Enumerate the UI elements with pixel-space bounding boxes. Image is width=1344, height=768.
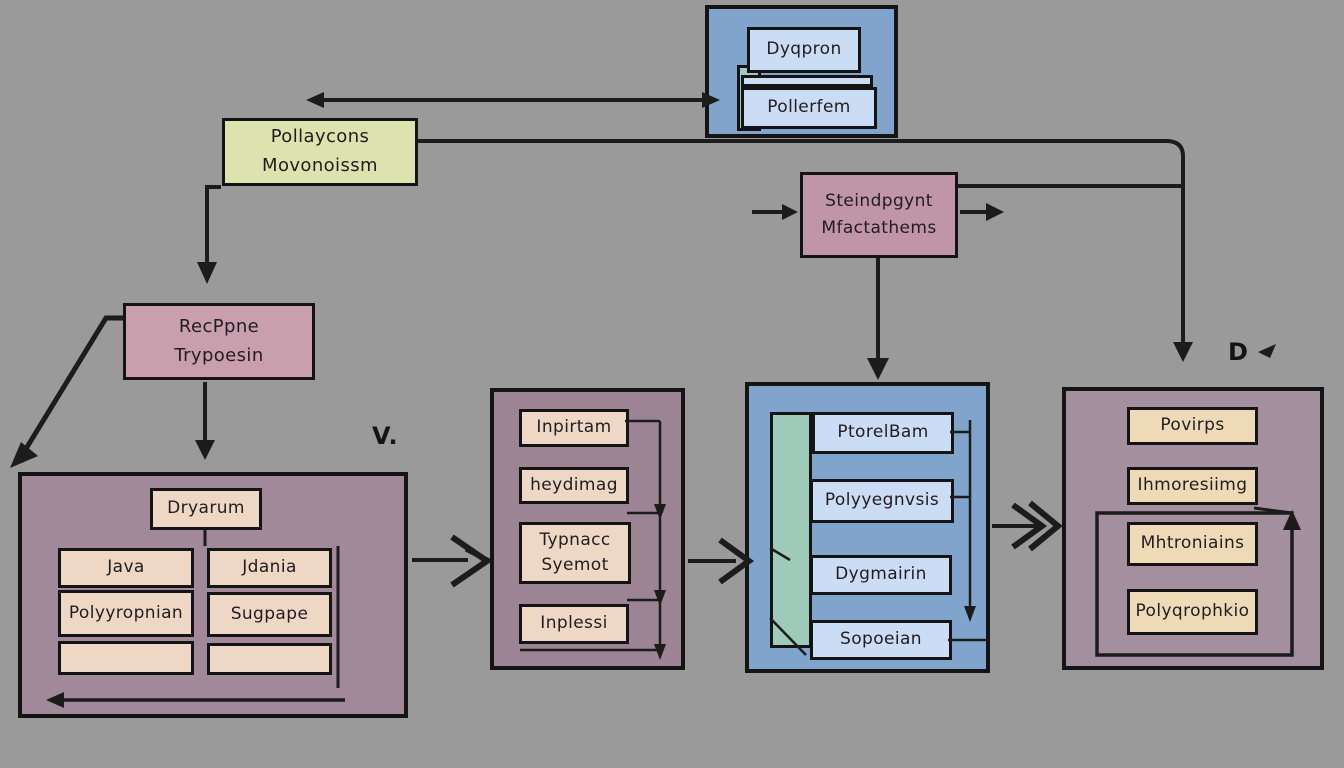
node-label-line1: Pollaycons [270, 126, 370, 148]
node-label: Dygmairin [835, 564, 927, 585]
node-label: Mhtroniains [1140, 533, 1245, 554]
diagram-node-povirps: Povirps [1127, 407, 1258, 445]
arrow-recipe-container [195, 382, 215, 460]
node-label: Povirps [1160, 415, 1225, 436]
node-label: PtorelBam [837, 422, 929, 443]
diagram-node-sopoeian: Sopoeian [810, 620, 952, 660]
diagram-node-mhtroniains: Mhtroniains [1127, 522, 1258, 566]
node-label: Dyqpron [766, 39, 842, 60]
node-label: Polyyegnvsis [824, 490, 940, 511]
node-label-line1: Steindpgynt [825, 190, 933, 211]
diagram-node-jdania: Jdania [207, 548, 332, 588]
d-annotation: D [1228, 338, 1249, 366]
node-label: Inplessi [540, 613, 608, 634]
node-label: Jdania [242, 557, 297, 578]
v-annotation: V. [372, 422, 399, 450]
diagram-node-polyyropnian: Polyyropnian [58, 590, 194, 637]
arrow-container-middlelist [412, 534, 493, 588]
diagram-node-inplessi: Inplessi [519, 604, 629, 644]
d-annotation-arrow [1258, 344, 1276, 358]
node-label: Sopoeian [840, 629, 922, 650]
node-label: Java [107, 557, 145, 578]
node-label: heydimag [530, 474, 618, 495]
empty-cell-right [207, 643, 332, 675]
diagram-node-ptorelbam: PtorelBam [812, 412, 954, 454]
right-list: Povirps Ihmoresiimg Mhtroniains Polyqrop… [1062, 387, 1324, 670]
diagram-node-ihmoresiimg: Ihmoresiimg [1127, 467, 1258, 505]
diagram-node-pollerfem: Pollerfem [741, 87, 877, 129]
diagram-node-typnacc-syemot: Typnacc Syemot [519, 522, 631, 584]
diagram-node-polyyegnvsis: Polyyegnvsis [810, 479, 954, 523]
arrow-out-standpoint [960, 203, 1004, 221]
arrow-yellow-recipe [197, 185, 221, 284]
arrow-recipe-diagonal [10, 315, 123, 468]
blue-list: PtorelBam Polyyegnvsis Dygmairin Sopoeia… [745, 382, 990, 673]
node-label-line1: Typnacc [539, 529, 611, 550]
node-label-line1: RecPpne [178, 315, 260, 337]
node-label: Polyyropnian [68, 602, 184, 623]
node-label: Pollerfem [767, 97, 851, 118]
diagram-node-inpirtam: Inpirtam [519, 409, 629, 447]
top-module: Dyqpron Pollerfem [705, 5, 898, 138]
node-label-line2: Syemot [541, 555, 609, 575]
arrow-bluelist-rightlist [992, 500, 1063, 552]
diagram-node-dryarum: Dryarum [150, 488, 262, 530]
diagram-node-sugpape: Sugpape [207, 592, 332, 637]
empty-cell-left [58, 641, 194, 675]
node-label: Sugpape [230, 603, 309, 624]
diagram-node-recppne: RecPpne Trypoesin [123, 303, 315, 380]
left-container: Dryarum Java Jdania Polyyropnian Sugpape [18, 472, 408, 718]
node-label: Ihmoresiimg [1137, 475, 1248, 496]
arrow-topmodule-yellow [306, 92, 720, 108]
arrow-middlelist-bluelist [688, 537, 755, 585]
diagram-node-pollaycons: Pollaycons Movonoissm [222, 118, 418, 186]
node-label: Dryarum [167, 498, 245, 519]
diagram-node-dygmairin: Dygmairin [810, 555, 952, 595]
node-label: Polyqrophkio [1135, 601, 1250, 622]
node-label-line2: Trypoesin [174, 344, 264, 366]
node-label-line2: Mfactathems [821, 218, 937, 238]
blue-list-teal-column [770, 412, 812, 648]
diagram-node-dyqpron: Dyqpron [747, 27, 861, 73]
diagram-node-heydimag: heydimag [519, 467, 629, 504]
arrow-standpoint-bluelist [867, 258, 889, 380]
diagram-node-polyqrophkio: Polyqrophkio [1127, 589, 1258, 635]
top-module-ledge [741, 75, 873, 87]
diagram-node-java: Java [58, 548, 194, 588]
middle-list: Inpirtam heydimag Typnacc Syemot Inpless… [490, 388, 685, 670]
node-label-line2: Movonoissm [262, 155, 378, 176]
node-label: Inpirtam [536, 417, 612, 438]
arrow-into-standpoint [752, 204, 798, 220]
diagram-node-steindpgynt: Steindpgynt Mfactathems [800, 172, 958, 258]
